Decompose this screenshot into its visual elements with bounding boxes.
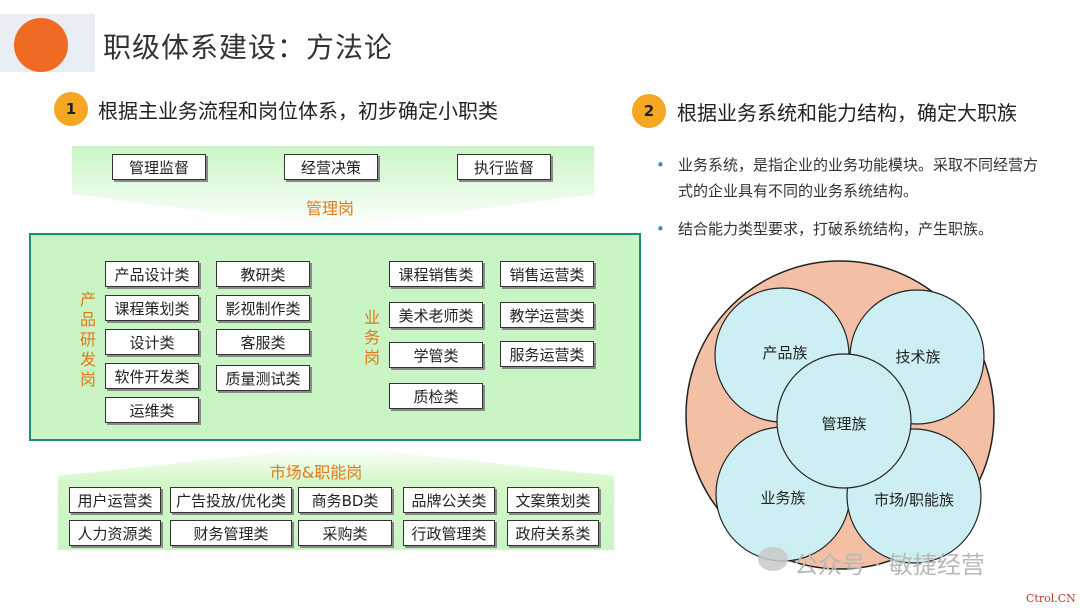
page-title: 职级体系建设：方法论 bbox=[103, 31, 394, 64]
rd-col1-4: 运维类 bbox=[105, 397, 199, 423]
mgmt-item-1: 经营决策 bbox=[284, 154, 378, 180]
rd-col1-0: 产品设计类 bbox=[105, 261, 199, 287]
bullet-dot-icon: • bbox=[656, 156, 665, 174]
family-management: 管理族 bbox=[821, 415, 867, 433]
market-label: 市场&职能岗 bbox=[269, 463, 363, 482]
family-market: 市场/职能族 bbox=[873, 491, 955, 509]
rd-col2-0: 教研类 bbox=[216, 261, 310, 287]
bullet-dot-icon: • bbox=[656, 220, 665, 238]
mkt-row2-0: 人力资源类 bbox=[69, 520, 161, 546]
step1-badge: 1 bbox=[54, 92, 88, 126]
wechat-icon bbox=[758, 547, 788, 571]
family-diagram bbox=[685, 260, 995, 570]
rd-col1-2: 设计类 bbox=[105, 329, 199, 355]
step1-heading: 根据主业务流程和岗位体系，初步确定小职类 bbox=[98, 99, 498, 123]
business-label: 业务岗 bbox=[363, 308, 380, 367]
product-rd-label: 产品研发岗 bbox=[79, 290, 96, 389]
mkt-row1-1: 广告投放/优化类 bbox=[170, 487, 292, 513]
biz-col2-2: 服务运营类 bbox=[500, 341, 594, 367]
bullet-2: • 结合能力类型要求，打破系统结构，产生职族。 bbox=[656, 216, 1048, 242]
biz-col2-0: 销售运营类 bbox=[500, 261, 594, 287]
mkt-row2-1: 财务管理类 bbox=[170, 520, 292, 546]
biz-col1-1: 美术老师类 bbox=[389, 302, 483, 328]
family-product: 产品族 bbox=[762, 344, 808, 362]
bullet-1-text: 业务系统，是指企业的业务功能模块。采取不同经营方式的企业具有不同的业务系统结构。 bbox=[678, 156, 1039, 200]
rd-col1-1: 课程策划类 bbox=[105, 295, 199, 321]
bullet-2-text: 结合能力类型要求，打破系统结构，产生职族。 bbox=[678, 220, 994, 238]
biz-col1-0: 课程销售类 bbox=[389, 261, 483, 287]
biz-col1-2: 学管类 bbox=[389, 342, 483, 368]
step2-heading: 根据业务系统和能力结构，确定大职族 bbox=[677, 101, 1017, 125]
mkt-row1-2: 商务BD类 bbox=[298, 487, 392, 513]
corner-mark: Ctrol.CN bbox=[1026, 592, 1076, 605]
mgmt-item-0: 管理监督 bbox=[112, 154, 206, 180]
watermark: 公众号 · 敏捷经营 bbox=[794, 551, 985, 579]
logo-circle-icon bbox=[14, 18, 68, 72]
biz-col2-1: 教学运营类 bbox=[500, 302, 594, 328]
mkt-row2-3: 行政管理类 bbox=[403, 520, 495, 546]
biz-col1-3: 质检类 bbox=[389, 383, 483, 409]
step2-badge: 2 bbox=[632, 94, 666, 128]
family-tech: 技术族 bbox=[895, 348, 941, 366]
mkt-row2-2: 采购类 bbox=[298, 520, 392, 546]
rd-col2-1: 影视制作类 bbox=[216, 295, 310, 321]
mkt-row2-4: 政府关系类 bbox=[507, 520, 599, 546]
rd-col1-3: 软件开发类 bbox=[105, 363, 199, 389]
mkt-row1-3: 品牌公关类 bbox=[403, 487, 495, 513]
family-business: 业务族 bbox=[760, 489, 806, 507]
bullet-1: • 业务系统，是指企业的业务功能模块。采取不同经营方式的企业具有不同的业务系统结… bbox=[656, 152, 1043, 204]
rd-col2-3: 质量测试类 bbox=[216, 365, 310, 391]
mkt-row1-0: 用户运营类 bbox=[69, 487, 161, 513]
rd-col2-2: 客服类 bbox=[216, 329, 310, 355]
mgmt-item-2: 执行监督 bbox=[457, 154, 551, 180]
management-label: 管理岗 bbox=[305, 199, 354, 218]
mkt-row1-4: 文案策划类 bbox=[507, 487, 599, 513]
